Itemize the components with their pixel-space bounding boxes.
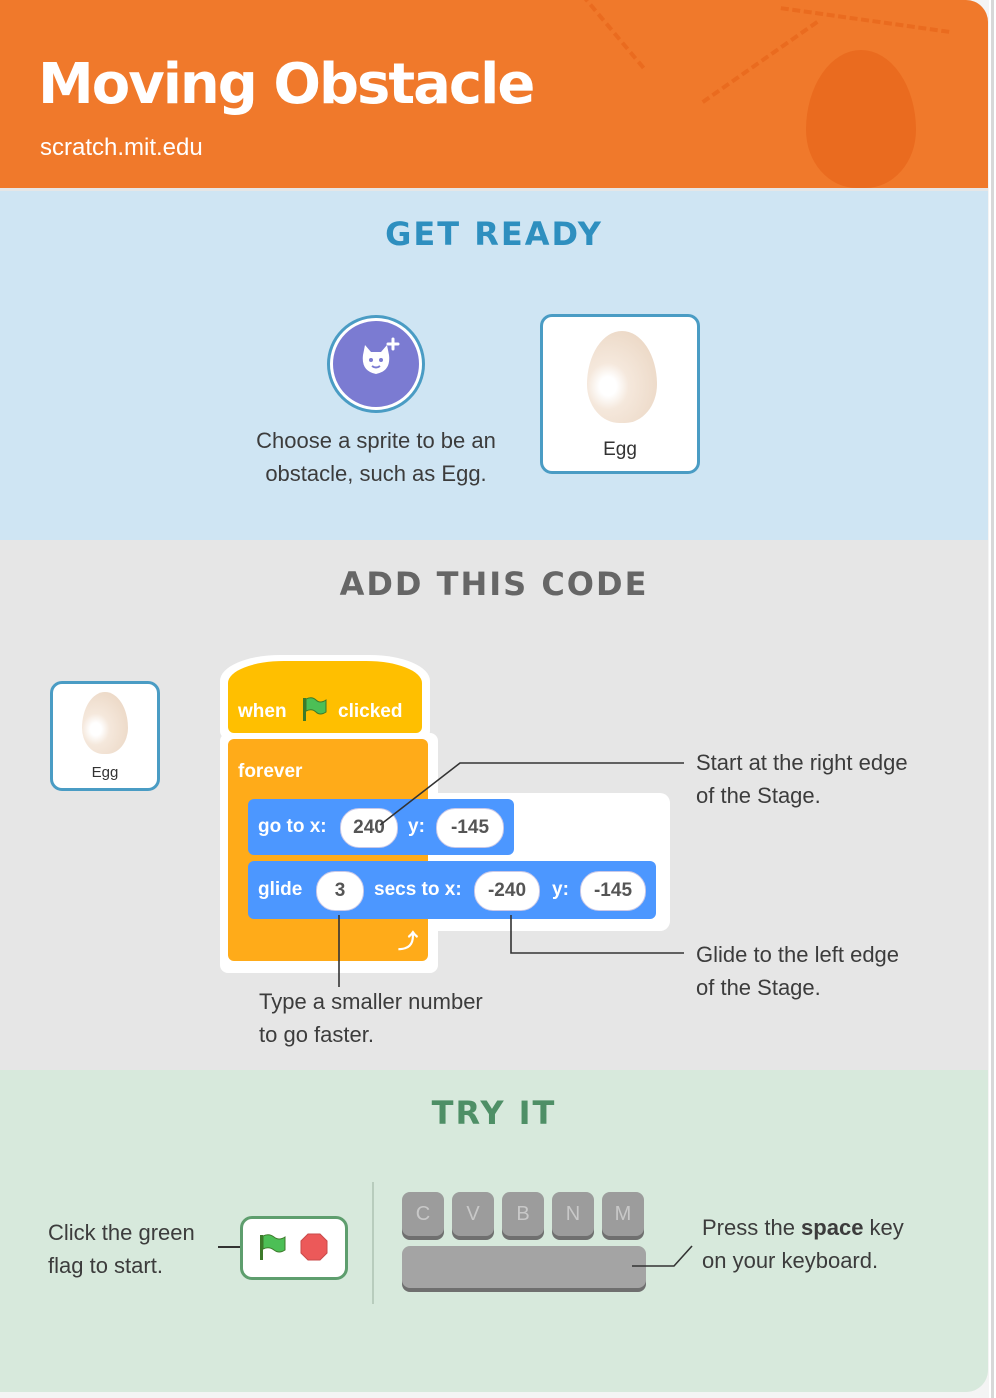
get-ready-instruction: Choose a sprite to be an obstacle, such … (236, 424, 516, 490)
note-line: to go faster. (259, 1022, 374, 1047)
note-line: of the Stage. (696, 975, 821, 1000)
card-header: Moving Obstacle scratch.mit.edu (0, 0, 988, 188)
go-to-xy-block[interactable]: go to x: 240 y: -145 (248, 799, 514, 855)
key-b: B (502, 1192, 544, 1236)
block-text: when (238, 701, 287, 722)
note-line: Glide to the left edge (696, 942, 900, 967)
glide-left-edge-note: Glide to the left edge of the Stage. (696, 938, 899, 1004)
key-m: M (602, 1192, 644, 1236)
instruction-line: obstacle, such as Egg. (265, 461, 487, 486)
space-keyword: space (801, 1215, 864, 1240)
block-text: go to x: (258, 816, 327, 837)
block-text: glide (258, 879, 303, 900)
decorative-dashed-line (564, 0, 646, 70)
callout-lines (338, 762, 684, 987)
egg-label: Egg (603, 439, 637, 460)
flag-stop-controls (240, 1216, 348, 1280)
get-ready-heading: GET READY (385, 215, 603, 253)
glide-y-input[interactable]: -145 (580, 871, 646, 911)
site-url: scratch.mit.edu (40, 134, 203, 161)
try-it-heading: TRY IT (431, 1094, 557, 1132)
green-flag-icon[interactable] (257, 1233, 287, 1261)
divider (372, 1182, 374, 1304)
choose-sprite-button[interactable] (330, 318, 422, 410)
block-text: forever (238, 761, 303, 782)
instruction-line: flag to start. (48, 1253, 163, 1278)
green-flag-icon (303, 697, 327, 721)
cat-icon (362, 337, 400, 374)
key-v: V (452, 1192, 494, 1236)
egg-illustration (806, 50, 916, 188)
egg-sprite-thumbnail[interactable]: Egg (50, 681, 160, 791)
instruction-line: Click the green (48, 1220, 195, 1245)
glide-x-input[interactable]: -240 (474, 871, 540, 911)
block-text: y: (552, 879, 569, 900)
start-right-edge-note: Start at the right edge of the Stage. (696, 746, 908, 812)
goto-y-input[interactable]: -145 (436, 808, 504, 848)
instruction-text: Press the (702, 1215, 802, 1240)
note-line: Type a smaller number (259, 989, 483, 1014)
glide-secs-input[interactable]: 3 (316, 871, 364, 911)
instruction-line: on your keyboard. (702, 1248, 879, 1273)
press-space-instruction: Press the space key on your keyboard. (702, 1211, 904, 1277)
egg-image (82, 692, 128, 754)
key-n: N (552, 1192, 594, 1236)
block-text: secs to x: (374, 879, 462, 900)
instruction-line: Choose a sprite to be an (256, 428, 496, 453)
instruction-line: Press the space key (702, 1211, 904, 1244)
egg-image (587, 331, 657, 423)
decorative-dashed-line (701, 20, 819, 104)
block-text: clicked (338, 701, 403, 722)
space-key[interactable] (402, 1246, 646, 1288)
try-it-section: TRY IT Click the green flag to start. C … (0, 1070, 988, 1392)
add-code-section: ADD THIS CODE Egg when clicked forever ⤴… (0, 543, 988, 1067)
stop-icon[interactable] (299, 1232, 329, 1262)
instruction-text: key (863, 1215, 904, 1240)
next-card-edge (989, 0, 996, 1398)
when-flag-clicked-block[interactable]: when clicked (228, 661, 422, 733)
click-flag-instruction: Click the green flag to start. (48, 1216, 195, 1282)
card-title: Moving Obstacle (38, 52, 535, 117)
loop-arrow-icon: ⤴ (398, 931, 418, 953)
faster-note: Type a smaller number to go faster. (259, 985, 483, 1051)
key-c: C (402, 1192, 444, 1236)
goto-x-input[interactable]: 240 (340, 808, 398, 848)
block-text: y: (408, 816, 425, 837)
note-line: Start at the right edge (696, 750, 908, 775)
note-line: of the Stage. (696, 783, 821, 808)
callout-line (632, 1245, 693, 1267)
egg-label: Egg (91, 764, 119, 781)
get-ready-section: GET READY Choose a sprite to be an obsta… (0, 191, 988, 540)
glide-block[interactable]: glide 3 secs to x: -240 y: -145 (248, 861, 656, 919)
callout-line (218, 1246, 242, 1248)
add-code-heading: ADD THIS CODE (339, 565, 649, 603)
egg-sprite-card[interactable]: Egg (540, 314, 700, 474)
